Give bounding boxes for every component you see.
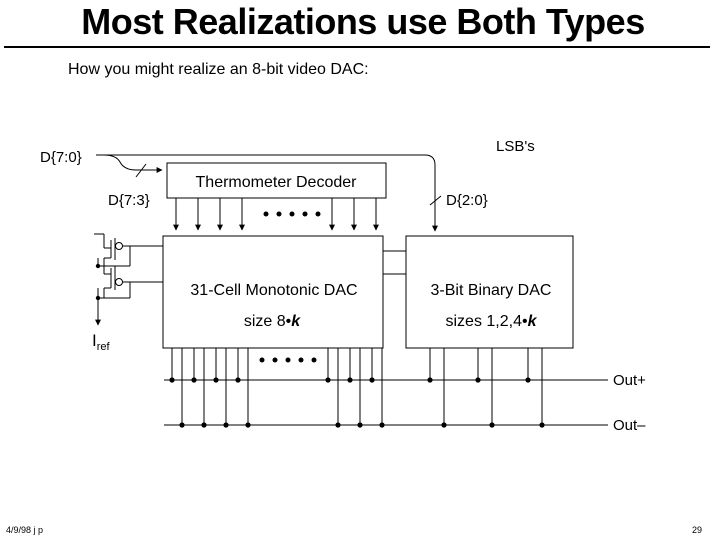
binary-dac-box (405, 235, 574, 349)
binary-dac-label: 3-Bit Binary DAC (431, 282, 552, 299)
binary-output-dots (427, 377, 545, 428)
input-bus-line (96, 154, 436, 226)
slide-title: Most Realizations use Both Types (81, 1, 645, 42)
out-plus-label: Out+ (613, 372, 646, 389)
unary-dac-label: 31-Cell Monotonic DAC (190, 282, 357, 299)
input-bus-label: D{7:0} (40, 149, 82, 166)
footer-date: 4/9/98 j p (6, 525, 44, 535)
lsb-label: LSB's (496, 138, 535, 155)
unary-dac-size: size 8•k (244, 313, 301, 330)
footer-page-number: 29 (692, 525, 703, 535)
lower-bus-slash (429, 195, 442, 206)
decoder-ellipsis-dots (263, 211, 321, 217)
out-minus-label: Out– (613, 417, 646, 434)
unary-output-dots (169, 377, 385, 428)
unary-dac-box (162, 235, 384, 349)
iref-label: Iref (92, 331, 111, 353)
upper-bus-label: D{7:3} (108, 192, 150, 209)
lower-bus-label: D{2:0} (446, 192, 488, 209)
output-ellipsis-dots (259, 357, 317, 363)
binary-dac-size: sizes 1,2,4•k (446, 313, 538, 330)
unary-output-lines (171, 348, 383, 425)
current-mirror (94, 233, 163, 326)
bias-lines (383, 250, 406, 275)
mirror-junction-dots (95, 263, 101, 301)
thermometer-decoder-box (166, 162, 387, 199)
thermometer-decoder-label: Thermometer Decoder (196, 174, 358, 191)
title-divider (4, 46, 710, 48)
upper-bus-slash (135, 163, 147, 178)
decoder-outputs (173, 198, 379, 231)
binary-output-lines (429, 348, 543, 425)
upper-bus-branch (103, 154, 163, 173)
slide-subtitle: How you might realize an 8-bit video DAC… (68, 61, 369, 78)
